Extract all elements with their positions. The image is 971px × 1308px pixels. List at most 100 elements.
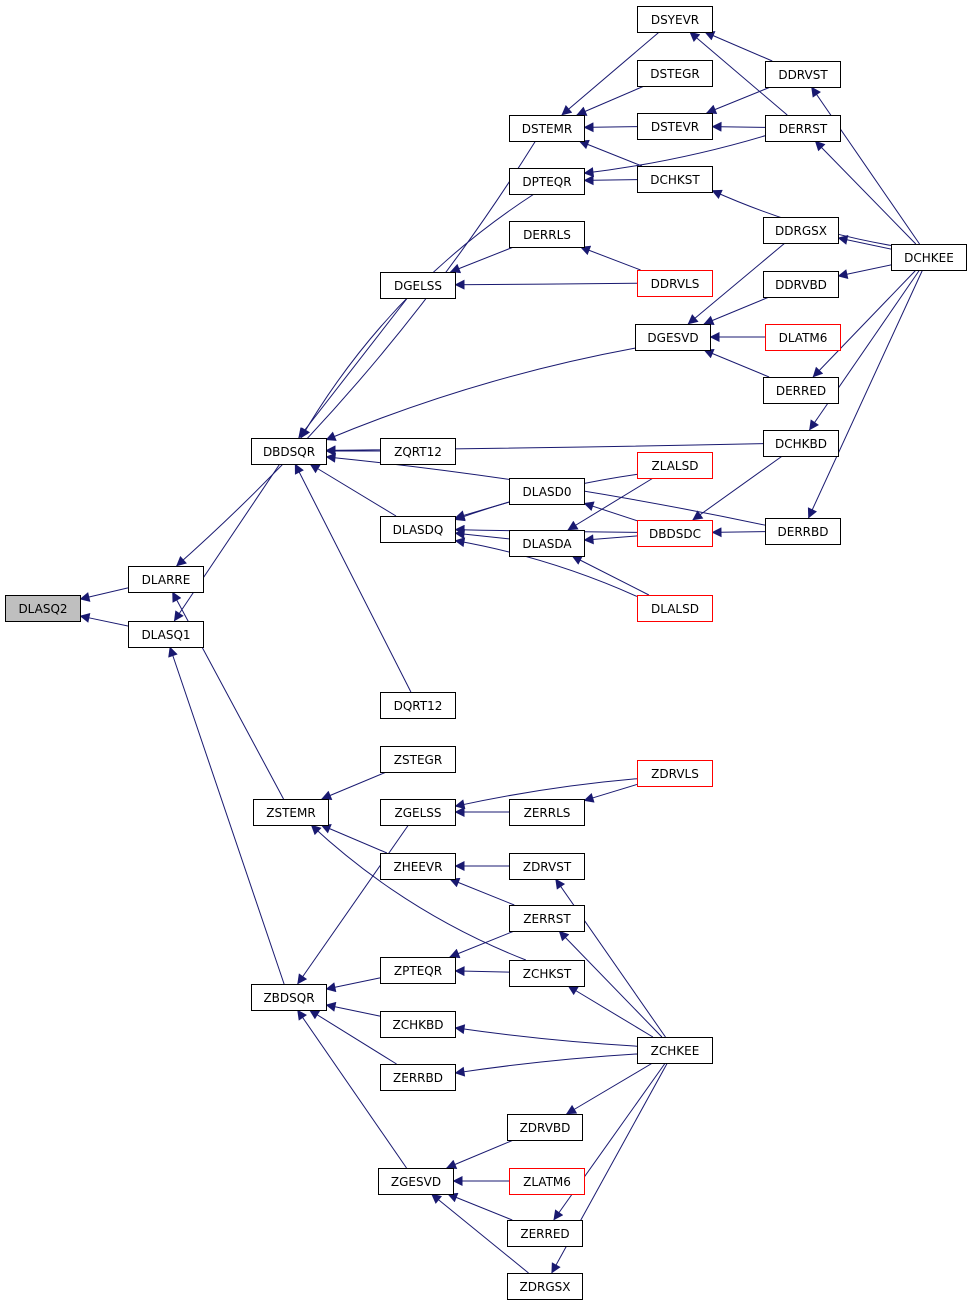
node-box	[380, 1064, 456, 1091]
node-derred[interactable]: DERRED	[763, 377, 839, 404]
node-zerrls[interactable]: ZERRLS	[509, 799, 585, 826]
node-label: DLASQ2	[18, 602, 67, 616]
edge-zgesvd-to-zbdsqr	[297, 1009, 407, 1169]
node-dlalsd[interactable]: DLALSD	[637, 595, 713, 622]
edge-dchkst-to-dpteqr	[583, 175, 638, 186]
node-label: ZCHKEE	[651, 1044, 700, 1058]
node-dstevr[interactable]: DSTEVR	[637, 113, 713, 140]
node-zchkbd[interactable]: ZCHKBD	[380, 1011, 456, 1038]
node-dstegr[interactable]: DSTEGR	[637, 60, 713, 87]
edge-dlalsd-to-dlasda	[571, 555, 650, 596]
node-dgesvd[interactable]: DGESVD	[635, 324, 711, 351]
node-zlalsd[interactable]: ZLALSD	[637, 452, 713, 479]
node-box	[763, 217, 839, 244]
node-dchkbd[interactable]: DCHKBD	[763, 430, 839, 457]
node-derrbd[interactable]: DERRBD	[765, 518, 841, 545]
node-dlasd0[interactable]: DLASD0	[509, 478, 585, 505]
node-dlasdq[interactable]: DLASDQ	[380, 516, 456, 543]
node-label: ZLATM6	[523, 1175, 571, 1189]
node-dsyevr[interactable]: DSYEVR	[637, 6, 713, 33]
node-box	[765, 518, 841, 545]
node-label: ZQRT12	[394, 445, 442, 459]
node-dstemr[interactable]: DSTEMR	[509, 115, 585, 142]
node-label: DLALSD	[651, 602, 699, 616]
node-zlatm6[interactable]: ZLATM6	[509, 1168, 585, 1195]
node-box	[509, 530, 585, 557]
node-dlasda[interactable]: DLASDA	[509, 530, 585, 557]
edge-ddrvst-to-dsyevr	[704, 31, 773, 62]
node-ddrvbd[interactable]: DDRVBD	[763, 271, 839, 298]
node-dqrt12[interactable]: DQRT12	[380, 692, 456, 719]
node-zstemr[interactable]: ZSTEMR	[253, 799, 329, 826]
node-dbdsdc[interactable]: DBDSDC	[637, 520, 713, 547]
node-box	[637, 595, 713, 622]
edge-dbdsdc-to-dlasd0	[583, 501, 638, 522]
node-ddrgsx[interactable]: DDRGSX	[763, 217, 839, 244]
edge-zdrvls-to-zgelss	[454, 778, 638, 810]
edge-dlasda-to-dlasdq	[454, 529, 510, 540]
node-zdrvbd[interactable]: ZDRVBD	[507, 1114, 583, 1141]
edge-dchkee-to-ddrgsx	[837, 234, 892, 250]
node-zqrt12[interactable]: ZQRT12	[380, 438, 456, 465]
edge-zchkst-to-zpteqr	[454, 966, 510, 977]
node-zdrvls[interactable]: ZDRVLS	[637, 760, 713, 787]
node-label: ZBDSQR	[263, 991, 314, 1005]
node-zchkst[interactable]: ZCHKST	[509, 960, 585, 987]
node-zerrbd[interactable]: ZERRBD	[380, 1064, 456, 1091]
node-label: ZERRED	[520, 1227, 569, 1241]
node-box	[251, 438, 327, 465]
node-label: DERRLS	[523, 228, 571, 242]
edge-zchkst-to-zstemr	[310, 824, 527, 961]
node-box	[637, 270, 713, 297]
node-dchkst[interactable]: DCHKST	[637, 166, 713, 193]
node-label: ZCHKST	[523, 967, 572, 981]
node-box	[380, 1011, 456, 1038]
edge-zchkee-to-zdrvst	[555, 878, 666, 1038]
node-derrls[interactable]: DERRLS	[509, 221, 585, 248]
edge-zerred-to-zgesvd	[447, 1192, 513, 1221]
edge-zchkbd-to-zbdsqr	[325, 1001, 381, 1017]
node-box	[763, 271, 839, 298]
node-dchkee[interactable]: DCHKEE	[891, 244, 967, 271]
node-label: ZGESVD	[391, 1175, 441, 1189]
node-box	[509, 221, 585, 248]
node-zchkee[interactable]: ZCHKEE	[637, 1037, 713, 1064]
node-dpteqr[interactable]: DPTEQR	[509, 168, 585, 195]
edge-ddrgsx-to-dgesvd	[687, 242, 786, 325]
node-box	[509, 168, 585, 195]
node-zstegr[interactable]: ZSTEGR	[380, 746, 456, 773]
node-ddrvls[interactable]: DDRVLS	[637, 270, 713, 297]
node-label: DDRGSX	[775, 224, 827, 238]
edge-zheevr-to-zstemr	[320, 824, 388, 854]
node-dgelss[interactable]: DGELSS	[380, 272, 456, 299]
node-box	[763, 430, 839, 457]
node-zgelss[interactable]: ZGELSS	[380, 799, 456, 826]
node-zdrvst[interactable]: ZDRVST	[509, 853, 585, 880]
node-label: DDRVLS	[651, 277, 700, 291]
node-box	[891, 244, 967, 271]
node-zpteqr[interactable]: ZPTEQR	[380, 957, 456, 984]
node-zheevr[interactable]: ZHEEVR	[380, 853, 456, 880]
node-dlatm6[interactable]: DLATM6	[765, 324, 841, 351]
node-dlarre[interactable]: DLARRE	[128, 566, 204, 593]
node-box	[378, 1168, 454, 1195]
node-dlasq1[interactable]: DLASQ1	[128, 621, 204, 648]
node-box	[637, 166, 713, 193]
node-derrst[interactable]: DERRST	[765, 115, 841, 142]
node-zbdsqr[interactable]: ZBDSQR	[251, 984, 327, 1011]
edge-derrbd-to-dbdsdc	[711, 527, 766, 538]
node-box	[380, 516, 456, 543]
node-box	[380, 799, 456, 826]
node-zgesvd[interactable]: ZGESVD	[378, 1168, 454, 1195]
node-zerrst[interactable]: ZERRST	[509, 905, 585, 932]
node-dlasq2[interactable]: DLASQ2	[5, 595, 81, 622]
edge-zbdsqr-to-dlasq1	[168, 646, 285, 985]
node-dbdsqr[interactable]: DBDSQR	[251, 438, 327, 465]
node-label: DBDSDC	[649, 527, 701, 541]
node-label: ZERRBD	[393, 1071, 443, 1085]
edge-ddrvls-to-derrls	[579, 245, 641, 271]
node-ddrvst[interactable]: DDRVST	[765, 61, 841, 88]
edge-dbdsdc-to-dlasda	[583, 534, 638, 545]
node-zerred[interactable]: ZERRED	[507, 1220, 583, 1247]
node-zdrgsx[interactable]: ZDRGSX	[507, 1273, 583, 1300]
